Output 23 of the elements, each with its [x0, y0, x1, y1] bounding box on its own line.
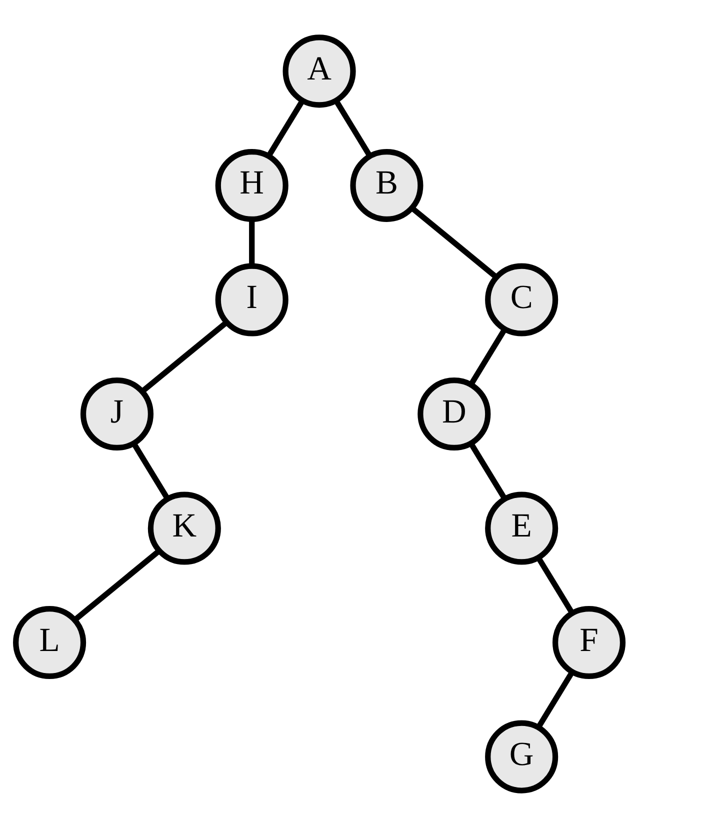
node-circle: B [350, 148, 424, 222]
node-circle: H [215, 148, 288, 222]
connector [334, 100, 372, 158]
connector [73, 548, 161, 622]
node-circle: G [485, 720, 558, 794]
connector [132, 442, 170, 500]
connector [536, 670, 574, 729]
node-circle: L [13, 606, 86, 680]
connector [249, 219, 255, 266]
node-circle: I [215, 263, 288, 336]
connector [266, 100, 305, 158]
node-circle: D [418, 377, 491, 451]
connector [468, 442, 508, 500]
connector [140, 320, 228, 394]
node-circle: F [552, 606, 626, 680]
connector [468, 328, 507, 386]
node-circle: E [485, 492, 558, 565]
connector [536, 556, 575, 615]
connector [410, 206, 498, 280]
node-circle: C [485, 263, 558, 336]
node-circle: A [282, 34, 356, 108]
node-circle: K [148, 492, 221, 565]
node-circle: J [80, 377, 154, 451]
